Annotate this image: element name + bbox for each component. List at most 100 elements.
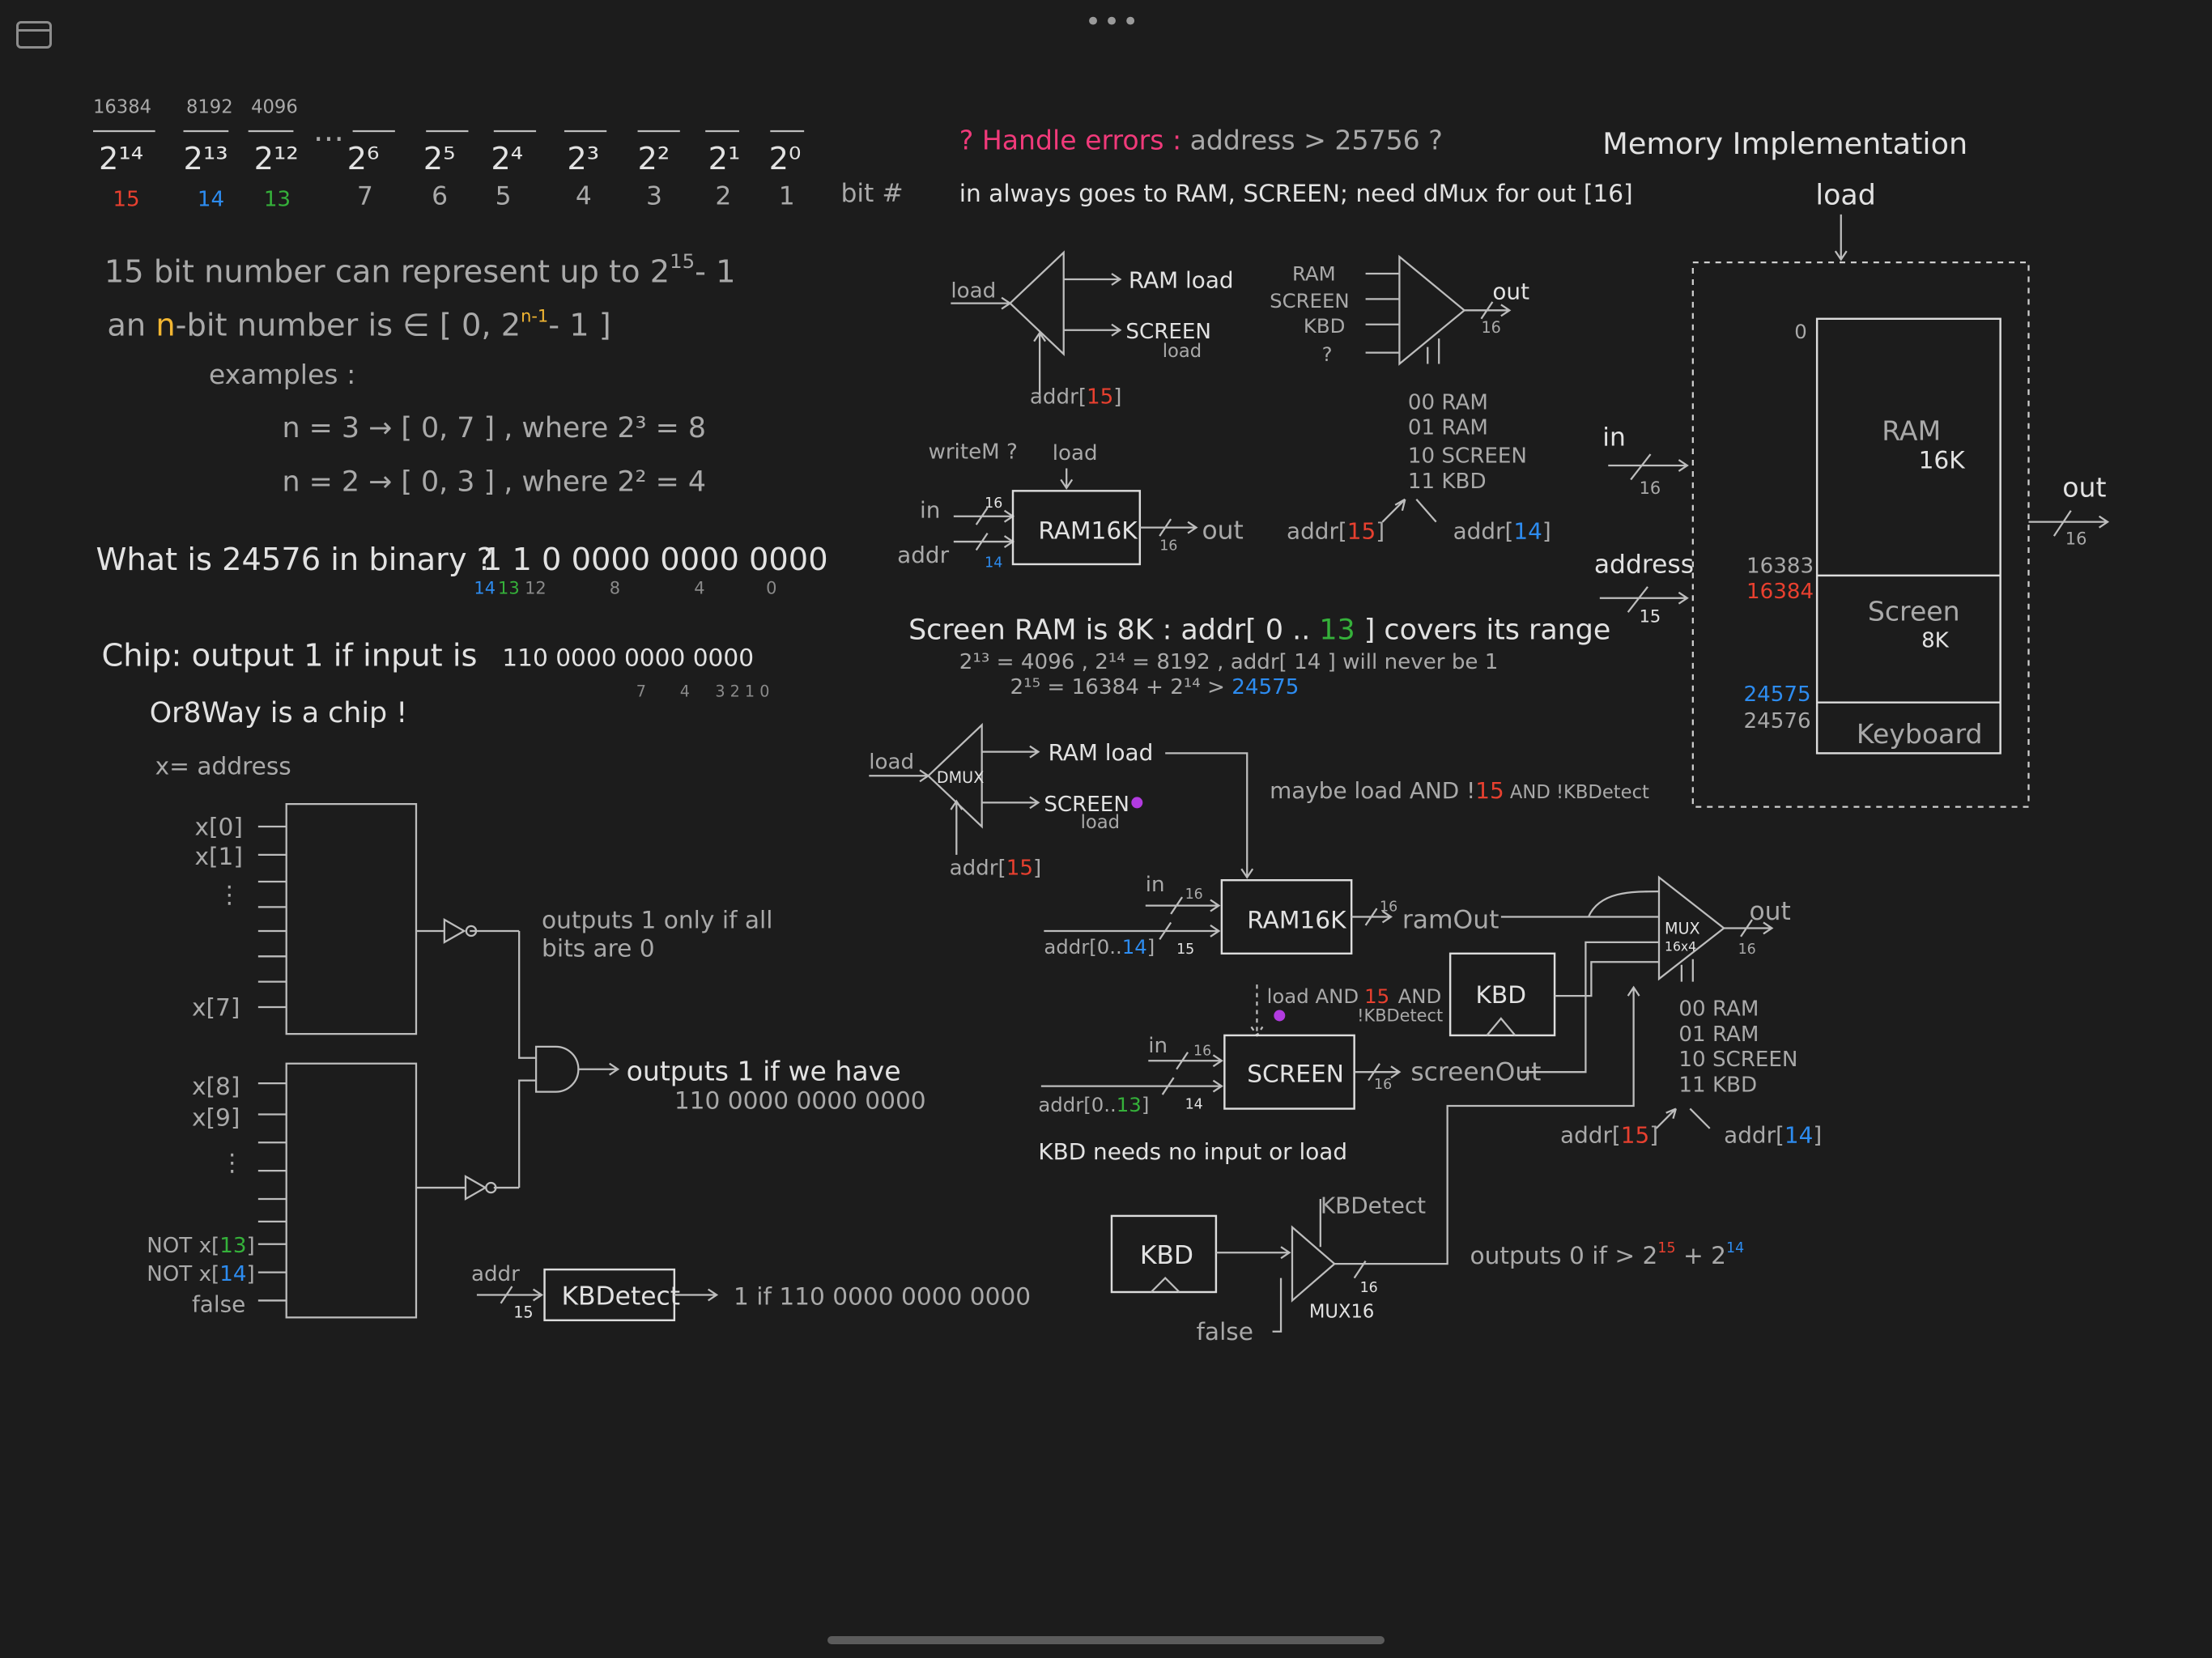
svg-text:? Handle errors : address >: ? Handle errors : address > 25756 ? xyxy=(959,125,1443,156)
ellipsis-icon[interactable]: ••• xyxy=(1085,6,1142,38)
svg-text:RAM: RAM xyxy=(1292,262,1336,286)
number-notes: 15 bit number can represent up to 215- 1… xyxy=(96,249,827,780)
svg-text:16: 16 xyxy=(1738,942,1756,958)
svg-text:Screen RAM is 8K : addr[ 0 .: Screen RAM is 8K : addr[ 0 .. 13 ] cover… xyxy=(908,614,1610,646)
svg-text:RAM load: RAM load xyxy=(1129,266,1234,293)
svg-text:00 RAM: 00 RAM xyxy=(1408,390,1488,414)
svg-text:KBD: KBD xyxy=(1140,1241,1193,1270)
svg-text:addr: addr xyxy=(471,1262,520,1286)
svg-text:14: 14 xyxy=(1185,1096,1203,1112)
handle-errors-title: ? Handle errors : xyxy=(959,125,1181,156)
svg-text:16: 16 xyxy=(1640,478,1661,498)
svg-text:12: 12 xyxy=(525,579,547,598)
svg-text:maybe load AND !15 AND !KBDet: maybe load AND !15 AND !KBDetect xyxy=(1270,777,1649,804)
svg-text:address: address xyxy=(1594,550,1694,579)
svg-text:load: load xyxy=(869,750,914,775)
svg-text:addr: addr xyxy=(897,542,949,568)
svg-text:11 KBD: 11 KBD xyxy=(1678,1073,1757,1098)
note-all-zero: outputs 1 only if all xyxy=(542,906,772,933)
svg-text:16x4: 16x4 xyxy=(1665,938,1696,954)
kbd-diagram-2: KBD xyxy=(1448,952,1659,1037)
svg-text:NOT x[14]: NOT x[14] xyxy=(147,1262,254,1286)
bit-1: 1 xyxy=(779,182,795,211)
svg-text:RAM16K: RAM16K xyxy=(1038,517,1138,545)
input-x7: x[7] xyxy=(192,993,240,1021)
svg-text:16: 16 xyxy=(1374,1077,1392,1093)
svg-text:01 RAM: 01 RAM xyxy=(1408,416,1488,440)
home-indicator[interactable] xyxy=(827,1636,1385,1644)
svg-text:addr[15]: addr[15] xyxy=(1560,1121,1658,1148)
ram16k-diagram-1: writeM ? load in 16 addr 14 RAM16K 16 ou… xyxy=(897,440,1244,571)
note-15bit: 15 bit number can represent up to 2 xyxy=(104,253,670,290)
exp-ellipsis: … xyxy=(313,113,344,149)
bit-4: 4 xyxy=(576,182,592,211)
screen-ram-notes: Screen RAM is 8K : addr[ 0 .. 13 ] cover… xyxy=(908,614,1610,699)
svg-text:10 SCREEN: 10 SCREEN xyxy=(1408,444,1527,468)
sidebar-toggle-icon[interactable] xyxy=(16,21,52,49)
svg-text:8: 8 xyxy=(610,579,620,598)
kbd-mux16-diagram: KBD KBDetect 16 false MUX16 outputs 0 if… xyxy=(1110,985,1744,1346)
bit-14: 14 xyxy=(198,187,224,211)
svg-text:15: 15 xyxy=(1640,606,1661,626)
svg-text:addr[15]: addr[15] xyxy=(1287,518,1385,545)
input-x0: x[0] xyxy=(194,813,242,840)
svg-text:3 2 1 0: 3 2 1 0 xyxy=(715,682,769,701)
x-address-note: x= address xyxy=(155,753,291,780)
svg-text:load: load xyxy=(1163,341,1202,362)
powers-of-two-table: 16384 8192 4096 2¹⁴ 2¹³ 2¹² … 2⁶ 2⁵ 2⁴ 2… xyxy=(92,96,904,211)
svg-text:00 RAM: 00 RAM xyxy=(1678,997,1759,1021)
exp-1: 2¹ xyxy=(708,141,741,177)
svg-text:addr[14]: addr[14] xyxy=(1453,518,1551,545)
svg-text:load: load xyxy=(1815,180,1875,212)
svg-text:in: in xyxy=(1148,1034,1168,1058)
exp-14: 2¹⁴ xyxy=(99,141,143,177)
svg-text:16383: 16383 xyxy=(1746,554,1814,578)
svg-text:addr[15]: addr[15] xyxy=(1030,385,1122,409)
svg-text:load: load xyxy=(1053,441,1098,466)
svg-text:ramOut: ramOut xyxy=(1402,905,1499,934)
svg-text:KBD: KBD xyxy=(1475,981,1526,1009)
or8way-note: Or8Way is a chip ! xyxy=(150,697,407,729)
bit-5: 5 xyxy=(496,182,512,211)
bit-15: 15 xyxy=(113,187,139,211)
svg-text:MUX16: MUX16 xyxy=(1309,1301,1374,1322)
dmux-note: in always goes to RAM, SCREEN; need dMux… xyxy=(959,180,1633,207)
svg-text:KBDetect: KBDetect xyxy=(1321,1192,1426,1218)
kbdetect-output-note: 1 if 110 0000 0000 0000 xyxy=(734,1283,1031,1311)
error-notes: ? Handle errors : address > 25756 ? in a… xyxy=(959,125,1633,207)
svg-text:Screen: Screen xyxy=(1868,596,1960,627)
svg-text:7: 7 xyxy=(636,682,646,701)
example-1: n = 3 → [ 0, 7 ] , where 2³ = 8 xyxy=(282,412,706,444)
or8way-block-top xyxy=(285,803,418,1035)
or8way-block-bottom xyxy=(285,1062,418,1319)
svg-text:Keyboard: Keyboard xyxy=(1857,718,1983,750)
svg-text:NOT x[13]: NOT x[13] xyxy=(147,1234,254,1258)
svg-text:addr[14]: addr[14] xyxy=(1724,1121,1822,1148)
svg-text:bits are 0: bits are 0 xyxy=(542,934,655,962)
svg-text:SCREEN: SCREEN xyxy=(1044,793,1129,817)
svg-text:16: 16 xyxy=(1193,1043,1211,1059)
memory-block xyxy=(1815,317,2001,755)
svg-text:16: 16 xyxy=(2065,529,2087,549)
decimal-16384: 16384 xyxy=(93,96,151,117)
svg-text:RAM: RAM xyxy=(1882,415,1941,447)
svg-text:2¹⁵ = 16384 + 2¹⁴ > 24575: 2¹⁵ = 16384 + 2¹⁴ > 24575 xyxy=(1010,675,1300,699)
bit-13: 13 xyxy=(264,187,291,211)
exp-6: 2⁶ xyxy=(347,141,380,177)
svg-text:KBD: KBD xyxy=(1304,314,1345,338)
examples-label: examples : xyxy=(209,359,355,390)
exp-2: 2² xyxy=(638,141,670,177)
svg-text:16: 16 xyxy=(1380,899,1397,916)
svg-text:DMUX: DMUX xyxy=(937,768,984,787)
ram16k-diagram-2: in 16 addr[0..14] 15 RAM16K 16 ramOut xyxy=(1044,873,1659,959)
svg-text:16: 16 xyxy=(1185,886,1203,903)
kbd-block-2 xyxy=(1448,952,1556,1037)
svg-text:out: out xyxy=(1750,897,1791,926)
svg-text:!KBDetect: !KBDetect xyxy=(1357,1005,1443,1025)
svg-text:?: ? xyxy=(1322,342,1333,366)
svg-text:load: load xyxy=(951,279,996,304)
or8way-chip-diagram: x[0] x[1] ⋮ x[7] x[8] x[9] ⋮ NOT x[13] N… xyxy=(147,803,1031,1321)
svg-text:an n-bit number is ∈ [ 0, 2n: an n-bit number is ∈ [ 0, 2n-1- 1 ] xyxy=(107,306,610,343)
